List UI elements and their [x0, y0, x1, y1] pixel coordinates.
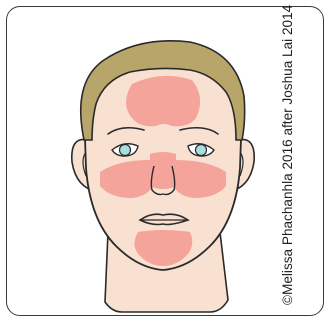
copyright-credit: ©Melissa Phachanhla 2016 after Joshua La…	[277, 15, 299, 305]
rash-nose	[150, 152, 176, 189]
mouth	[140, 214, 188, 224]
rash-forehead	[126, 76, 200, 127]
